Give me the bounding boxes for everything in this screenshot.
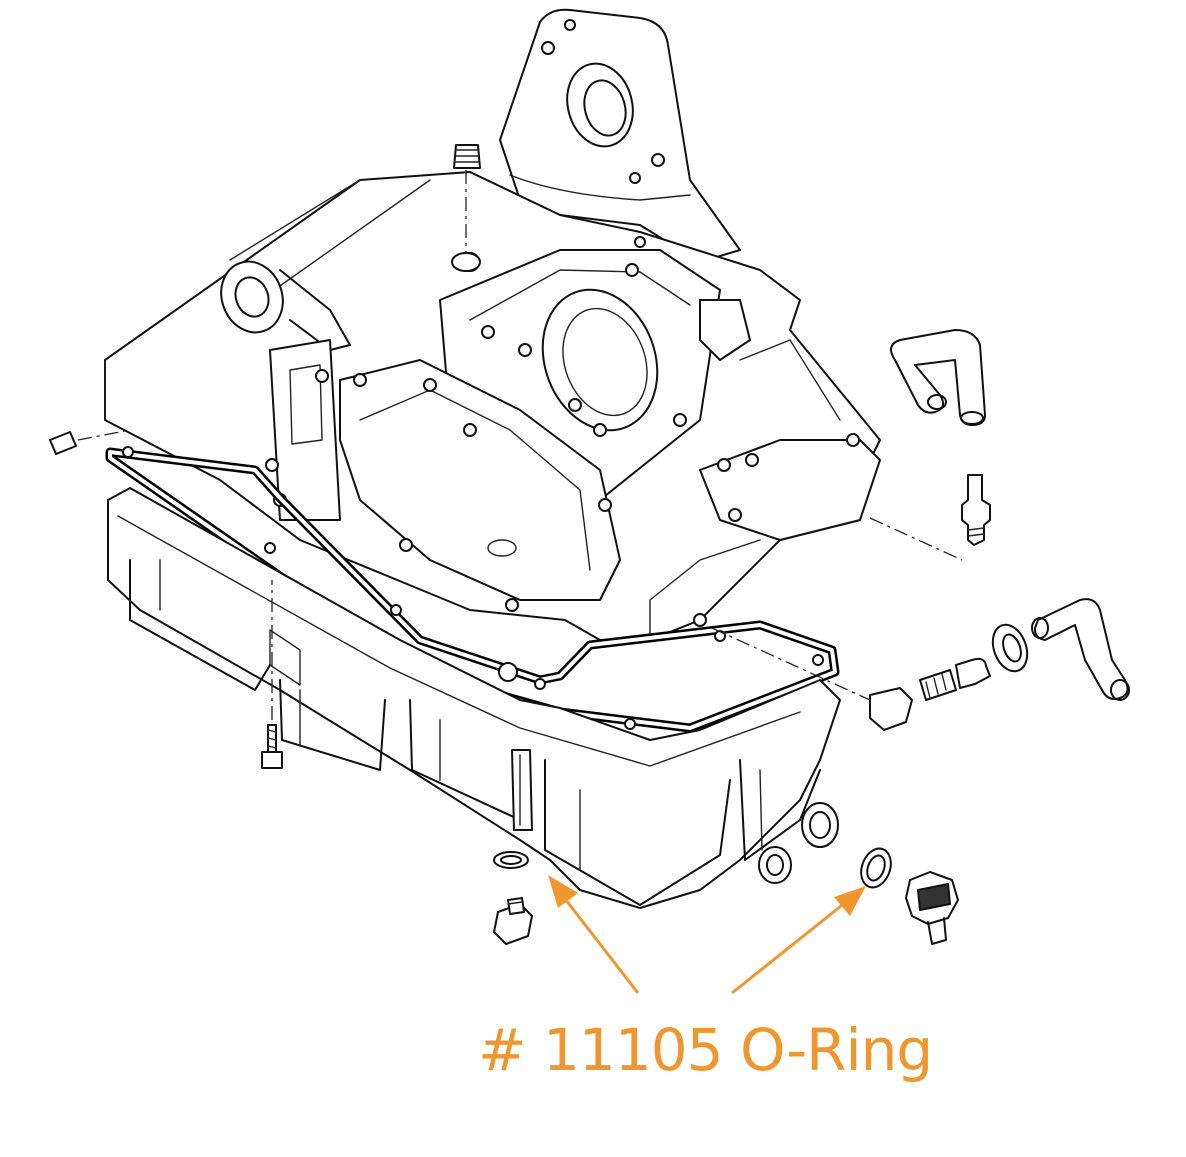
oil-pan — [107, 487, 841, 909]
clamp-ring — [991, 623, 1029, 673]
elbow-hose — [890, 329, 986, 426]
s-hose — [1031, 598, 1130, 701]
transmission-housing — [104, 171, 881, 641]
part-number-label: # 11105 O-Ring — [478, 1016, 933, 1084]
drain-plug-left — [493, 897, 533, 945]
callout-arrow-right — [731, 886, 866, 995]
callout-arrow-left — [548, 875, 640, 994]
top-plug — [451, 144, 481, 272]
drain-plug-right — [905, 871, 959, 945]
pan-bolt — [261, 580, 283, 769]
left-dowel-pin — [49, 429, 131, 455]
o-ring-left — [493, 851, 529, 869]
mounting-bracket — [499, 8, 741, 263]
o-ring-right — [860, 847, 892, 889]
check-valve-assembly — [711, 627, 991, 731]
breather-fitting — [869, 474, 991, 561]
